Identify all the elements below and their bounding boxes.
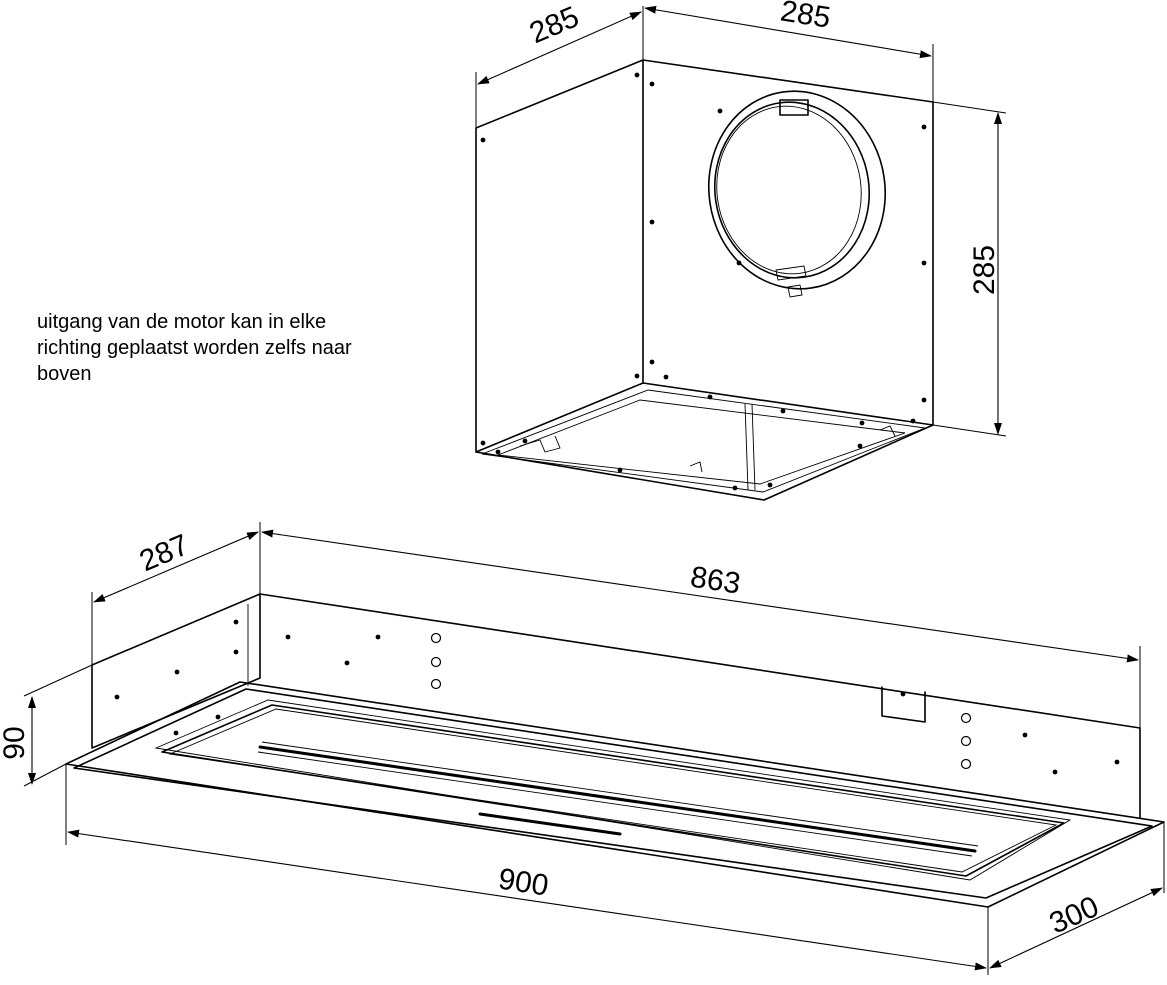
hood-screws: [114, 619, 1120, 775]
hood-left-side: [91, 593, 261, 749]
hood: [23, 522, 1165, 975]
hood-dimensions: [23, 522, 1165, 975]
motor-box-left-face: [475, 59, 644, 453]
motor-box-bottom-frame: [481, 389, 927, 493]
note-line: boven: [37, 363, 92, 385]
hood-depth-top-label: 287: [135, 528, 194, 578]
hood-depth-bottom-label: 300: [1045, 890, 1104, 941]
hood-light-strip: [258, 745, 977, 853]
motor-box-height-label: 285: [968, 245, 1001, 295]
motor-outlet-note: uitgang van de motor kan in elke richtin…: [37, 309, 457, 387]
note-line: richting geplaatst worden zelfs naar: [37, 337, 352, 359]
motor-box-width-left-label: 285: [525, 0, 584, 50]
hood-filter-panel: [161, 704, 1065, 877]
motor-box-width-right-label: 285: [778, 0, 833, 35]
hood-mounting-holes: [430, 632, 972, 770]
hood-flange-bevel: [154, 699, 1072, 881]
hood-back-top-edge: [259, 593, 1141, 819]
motor-box-dimensions: [475, 5, 1007, 437]
hood-back-notch: [881, 686, 926, 723]
motor-box: [475, 5, 1007, 501]
motor-box-bottom-edge: [475, 424, 934, 501]
note-line: uitgang van de motor kan in elke: [37, 311, 327, 333]
hood-height-label: 90: [0, 726, 31, 759]
motor-box-right-face: [642, 59, 934, 426]
hood-length-top-label: 863: [688, 561, 742, 601]
hood-length-bottom-label: 900: [496, 863, 550, 903]
duct-ring: [707, 90, 887, 298]
